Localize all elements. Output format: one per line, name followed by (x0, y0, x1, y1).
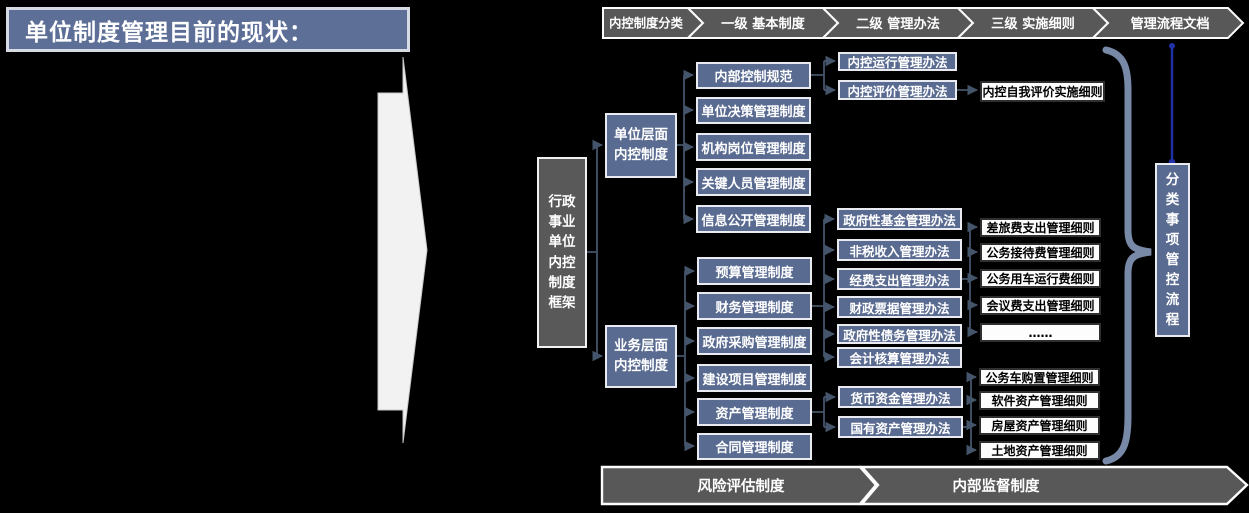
flow-box-char: 类 (1165, 192, 1180, 208)
bottom-step-label: 内部监督制度 (953, 477, 1040, 495)
unit-level-header-box: 单位层面 内控制度 (605, 113, 677, 178)
unit-system-box: 信息公开管理制度 (696, 205, 811, 233)
header-step-label: 二级 管理办法 (856, 15, 940, 32)
flow-document-line (1168, 43, 1176, 166)
flow-box-char: 流 (1165, 292, 1180, 308)
framework-line: 行政 (548, 193, 576, 210)
flow-box-char: 分 (1165, 172, 1180, 188)
flow-box-char: 项 (1165, 232, 1180, 248)
asset-method-box: 货币资金管理办法 (838, 386, 963, 408)
finance-method-box: 政府性基金管理办法 (837, 208, 962, 230)
flow-box-char: 控 (1165, 272, 1180, 288)
business-system-box: 政府采购管理制度 (697, 327, 812, 355)
flow-box: 分 类 事 项 管 控 流 程 (1155, 163, 1190, 337)
unit-method-box: 内控运行管理办法 (838, 52, 957, 71)
bottom-step-label: 风险评估制度 (698, 477, 785, 495)
header-step-label: 三级 实施细则 (991, 15, 1075, 32)
expense-detail-box: 公务接待费管理细则 (980, 243, 1101, 262)
framework-box: 行政 事业 单位 内控 制度 框架 (537, 157, 587, 348)
flow-box-char: 程 (1165, 312, 1180, 328)
page-title: 单位制度管理目前的现状： (6, 7, 410, 52)
asset-detail-box: 房屋资产管理细则 (979, 416, 1100, 435)
flow-box-char: 事 (1165, 212, 1180, 228)
business-system-box: 财务管理制度 (697, 292, 812, 320)
business-level-header-line: 业务层面 (614, 337, 668, 354)
business-system-box: 建设项目管理制度 (697, 364, 812, 392)
header-step-chevron-5 (1090, 7, 1245, 39)
header-step-strip: 内控制度分类 一级 基本制度 二级 管理办法 三级 实施细则 管理流程文档 (602, 7, 1245, 39)
unit-method-box: 内控评价管理办法 (838, 80, 957, 100)
finance-method-box: 非税收入管理办法 (837, 239, 962, 261)
finance-method-box: 财政票据管理办法 (837, 296, 962, 318)
header-step-label: 管理流程文档 (1130, 15, 1209, 32)
unit-detail-box: 内控自我评价实施细则 (980, 81, 1105, 102)
finance-method-box: 经费支出管理办法 (837, 268, 962, 290)
grouping-brace (1102, 46, 1152, 465)
header-step-label: 一级 基本制度 (721, 15, 806, 32)
framework-line: 框架 (548, 295, 576, 311)
finance-method-box: 会计核算管理办法 (837, 347, 962, 368)
flow-box-char: 管 (1165, 252, 1180, 268)
header-step-label: 内控制度分类 (609, 16, 683, 31)
expense-detail-box: …… (980, 323, 1101, 342)
unit-system-box: 内部控制规范 (696, 62, 811, 89)
asset-detail-box: 公务车购置管理细则 (979, 368, 1100, 386)
framework-line: 制度 (548, 274, 576, 291)
expense-detail-box: 公务用车运行费细则 (980, 269, 1101, 288)
asset-method-box: 国有资产管理办法 (838, 416, 963, 438)
big-right-arrow (377, 56, 428, 444)
framework-line: 事业 (548, 214, 576, 230)
framework-line: 单位 (548, 234, 576, 251)
unit-level-header-line: 内控制度 (614, 146, 668, 163)
business-system-box: 合同管理制度 (697, 433, 812, 460)
asset-detail-box: 土地资产管理细则 (979, 441, 1100, 460)
unit-system-box: 机构岗位管理制度 (696, 133, 811, 161)
business-system-box: 资产管理制度 (697, 398, 812, 426)
asset-detail-box: 软件资产管理细则 (979, 391, 1100, 410)
expense-detail-box: 差旅费支出管理细则 (980, 218, 1101, 237)
expense-detail-box: 会议费支出管理细则 (980, 296, 1101, 315)
connector-lines (587, 55, 979, 456)
bottom-step-chevron-1 (600, 465, 878, 506)
unit-system-box: 单位决策管理制度 (696, 97, 811, 124)
business-level-header-box: 业务层面 内控制度 (605, 325, 677, 388)
unit-system-box: 关键人员管理制度 (696, 168, 811, 196)
business-level-header-line: 内控制度 (614, 357, 668, 374)
unit-level-header-line: 单位层面 (614, 126, 668, 143)
finance-method-box: 政府性债务管理办法 (837, 324, 962, 344)
business-system-box: 预算管理制度 (697, 257, 812, 285)
bottom-step-strip: 风险评估制度 内部监督制度 (600, 465, 1249, 506)
framework-line: 内控 (548, 254, 576, 271)
bottom-step-chevron-2 (859, 465, 1249, 506)
